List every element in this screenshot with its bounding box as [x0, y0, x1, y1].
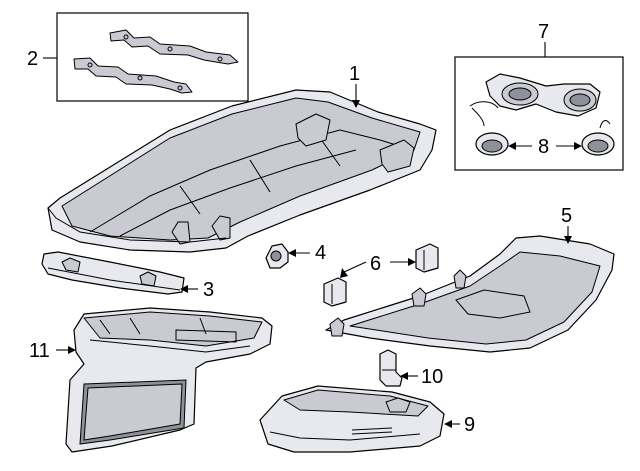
- part-9-storage-bin[interactable]: [259, 385, 445, 453]
- part-6-clip-right[interactable]: [415, 243, 439, 273]
- arrow-8-right: [574, 142, 582, 150]
- callout-5: 5: [561, 205, 572, 227]
- arrow-10: [400, 372, 408, 380]
- arrow-8-left: [508, 142, 516, 150]
- part-11-video-screen[interactable]: [65, 307, 273, 453]
- arrow-3: [180, 285, 188, 293]
- arrow-1: [352, 100, 360, 108]
- part-7-lamp-assembly[interactable]: [469, 73, 601, 117]
- callout-9: 9: [464, 414, 475, 436]
- callout-8: 8: [538, 136, 549, 158]
- part-2-brackets-group: [56, 12, 249, 102]
- arrow-9: [444, 420, 452, 428]
- callout-2: 2: [27, 48, 38, 70]
- callout-1: 1: [349, 63, 360, 85]
- part-2-upper-bracket[interactable]: [109, 29, 239, 65]
- arrow-6-right: [408, 258, 416, 266]
- callout-6: 6: [370, 253, 381, 275]
- arrow-4: [288, 249, 296, 257]
- part-8-lamp-left[interactable]: [471, 107, 509, 156]
- part-5-console-bezel[interactable]: [325, 235, 615, 353]
- part-2-lower-bracket[interactable]: [73, 57, 193, 94]
- part-10-connector[interactable]: [379, 349, 403, 387]
- callout-4: 4: [315, 242, 326, 264]
- callout-7: 7: [538, 21, 549, 43]
- callout-10: 10: [421, 366, 443, 388]
- arrow-11: [68, 346, 76, 354]
- callout-3: 3: [203, 279, 214, 301]
- part-3-trim-strip[interactable]: [41, 251, 185, 295]
- part-1-overhead-console[interactable]: [47, 89, 437, 253]
- arrow-5: [564, 236, 572, 244]
- part-6-clip-left[interactable]: [323, 277, 347, 307]
- part-4-clip[interactable]: [265, 243, 289, 269]
- part-8-lamp-right[interactable]: [581, 120, 615, 156]
- callout-11: 11: [29, 340, 50, 362]
- arrow-6-left: [340, 268, 348, 278]
